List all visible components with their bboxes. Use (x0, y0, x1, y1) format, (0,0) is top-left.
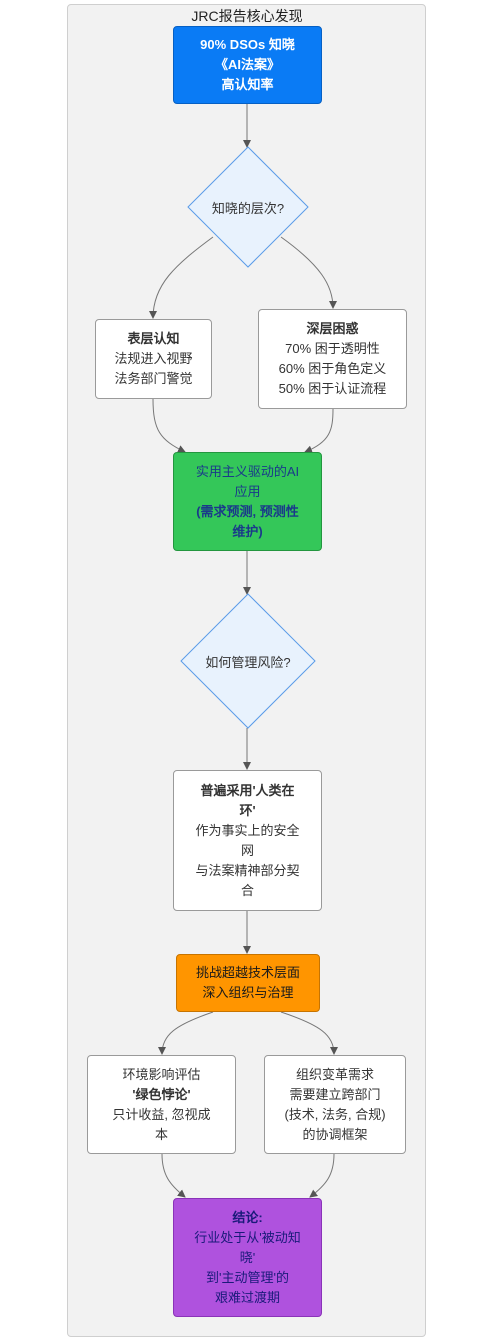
node-org-line: 需要建立跨部门 (289, 1086, 381, 1102)
edge-challenge-org (280, 1011, 338, 1055)
node-human-title: 普遍采用'人类在 (200, 782, 295, 798)
node-env-line: 本 (154, 1126, 168, 1142)
node-awareness-line: 《AI法案》 (214, 57, 280, 72)
decision-level-label: 知晓的层次? (211, 201, 285, 216)
node-deep: 深层困惑 70% 困于透明性 60% 困于角色定义 50% 困于认证流程 (258, 309, 407, 409)
edge-deep-pragmatic (304, 408, 334, 454)
node-human-line: 网 (240, 842, 254, 858)
node-challenge-line: 挑战超越技术层面 (195, 965, 300, 980)
node-challenge-line: 深入组织与治理 (202, 985, 294, 1000)
node-pragmatic: 实用主义驱动的AI 应用 (需求预测, 预测性 维护) (173, 452, 322, 551)
edge-surface-pragmatic (152, 398, 186, 453)
edge-decision-surface (149, 236, 214, 319)
node-pragmatic-line: 维护) (232, 523, 263, 539)
node-org-line: 的协调框架 (302, 1126, 368, 1142)
node-org: 组织变革需求 需要建立跨部门 (技术, 法务, 合规) 的协调框架 (264, 1055, 406, 1154)
node-conclusion-line: 艰难过渡期 (214, 1289, 280, 1305)
node-conclusion-title: 结论: (232, 1209, 263, 1225)
node-deep-line: 50% 困于认证流程 (278, 381, 387, 396)
node-human-title: 环' (239, 802, 256, 818)
node-challenge: 挑战超越技术层面 深入组织与治理 (176, 954, 320, 1012)
decision-risk-label: 如何管理风险? (205, 655, 291, 670)
node-awareness-line: 90% DSOs 知晓 (200, 37, 295, 52)
cluster-title: JRC报告核心发现 (191, 8, 303, 24)
node-human: 普遍采用'人类在 环' 作为事实上的安全 网 与法案精神部分契 合 (173, 770, 322, 911)
node-conclusion: 结论: 行业处于从'被动知 晓' 到'主动管理'的 艰难过渡期 (173, 1198, 322, 1317)
node-env-line: 只计收益, 忽视成 (112, 1106, 211, 1122)
node-surface-title: 表层认知 (127, 331, 180, 346)
decision-risk-diamond (180, 593, 316, 729)
node-deep-line: 60% 困于角色定义 (278, 361, 387, 376)
node-env-line: 环境影响评估 (122, 1066, 201, 1082)
node-pragmatic-line: 实用主义驱动的AI (195, 463, 300, 479)
node-deep-title: 深层困惑 (306, 321, 359, 336)
node-human-line: 合 (240, 882, 254, 898)
edge-org-conclusion (309, 1153, 335, 1198)
decision-level-diamond (187, 146, 309, 268)
node-pragmatic-line: (需求预测, 预测性 (196, 503, 299, 519)
node-surface: 表层认知 法规进入视野 法务部门警觉 (95, 319, 212, 399)
node-conclusion-line: 到'主动管理'的 (206, 1269, 289, 1285)
node-awareness-line: 高认知率 (221, 77, 274, 92)
node-org-line: 组织变革需求 (295, 1066, 374, 1082)
node-org-line: (技术, 法务, 合规) (284, 1106, 386, 1122)
node-awareness: 90% DSOs 知晓 《AI法案》 高认知率 (173, 26, 322, 104)
edge-env-conclusion (161, 1153, 186, 1198)
edge-decision-deep (280, 236, 337, 309)
node-conclusion-line: 晓' (239, 1249, 256, 1265)
node-pragmatic-line: 应用 (234, 483, 261, 499)
node-human-line: 与法案精神部分契 (195, 862, 300, 878)
node-env-line: '绿色悖论' (132, 1086, 191, 1102)
node-deep-line: 70% 困于透明性 (285, 341, 380, 356)
node-surface-line: 法务部门警觉 (114, 371, 193, 386)
node-human-line: 作为事实上的安全 (195, 822, 300, 838)
node-env: 环境影响评估 '绿色悖论' 只计收益, 忽视成 本 (87, 1055, 236, 1154)
node-surface-line: 法规进入视野 (114, 351, 193, 366)
node-conclusion-line: 行业处于从'被动知 (194, 1229, 301, 1245)
edge-challenge-env (158, 1011, 214, 1055)
